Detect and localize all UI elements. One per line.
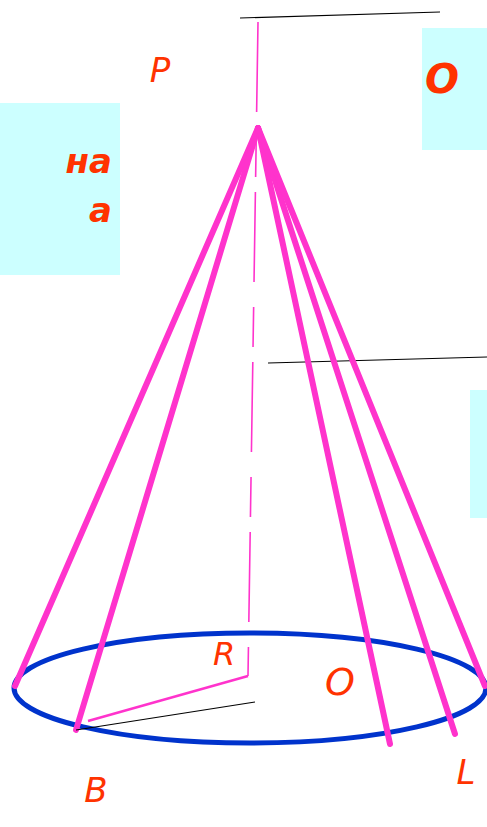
cone-axis bbox=[248, 22, 258, 676]
cone-base bbox=[14, 633, 486, 743]
caption-box: О bbox=[422, 28, 487, 150]
radius-line bbox=[88, 676, 248, 721]
point-label: L bbox=[457, 752, 476, 792]
chord-line bbox=[76, 702, 255, 730]
caption-text: О bbox=[425, 50, 487, 108]
point-label: P bbox=[150, 50, 171, 90]
point-label: R bbox=[213, 635, 235, 673]
point-label: B bbox=[84, 770, 107, 810]
leader-line bbox=[268, 357, 487, 363]
caption-text: на а bbox=[0, 137, 112, 236]
leader-line bbox=[240, 12, 440, 18]
point-label: O bbox=[325, 660, 355, 704]
callout-panel bbox=[470, 390, 487, 518]
caption-box: на а bbox=[0, 103, 120, 275]
